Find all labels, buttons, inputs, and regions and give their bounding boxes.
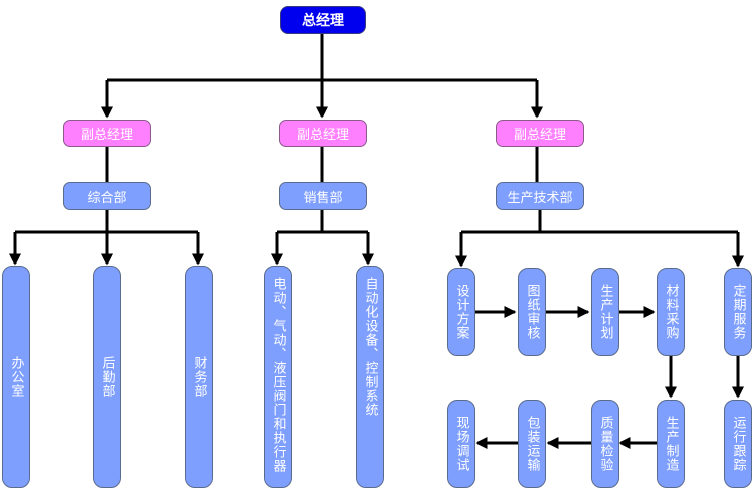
step-plan: 生产计划 (591, 268, 619, 356)
unit-label: 办公室 (8, 356, 24, 398)
step-label: 定期服务 (730, 284, 746, 340)
unit-automation: 自动化设备、控制系统 (356, 266, 384, 488)
step-pack: 包装运输 (518, 400, 546, 488)
step-service: 定期服务 (724, 268, 752, 356)
step-label: 运行跟踪 (730, 416, 746, 472)
unit-logistics: 后勤部 (93, 266, 121, 488)
step-purchase: 材料采购 (657, 268, 685, 356)
unit-label: 自动化设备、控制系统 (362, 277, 378, 417)
unit-valves: 电动、气动、液压阀门和执行器 (264, 266, 292, 488)
ceo-label: 总经理 (302, 13, 344, 29)
step-label: 包装运输 (524, 416, 540, 472)
step-label: 设计方案 (453, 284, 469, 340)
dept-box-sales: 销售部 (279, 182, 367, 210)
ceo-box: 总经理 (280, 6, 366, 34)
step-tracking: 运行跟踪 (724, 400, 752, 488)
unit-label: 电动、气动、液压阀门和执行器 (270, 277, 286, 473)
dept-label: 销售部 (303, 190, 343, 206)
unit-label: 后勤部 (99, 356, 115, 398)
step-inspect: 质量检验 (591, 400, 619, 488)
step-design: 设计方案 (447, 268, 475, 356)
step-label: 材料采购 (663, 284, 679, 340)
unit-finance: 财务部 (185, 266, 213, 488)
step-label: 生产计划 (597, 284, 613, 340)
step-label: 图纸审核 (524, 284, 540, 340)
unit-office: 办公室 (2, 266, 30, 488)
dept-label: 生产技术部 (507, 190, 573, 206)
vp-label: 副总经理 (296, 128, 349, 143)
dept-box-production: 生产技术部 (496, 182, 584, 210)
step-label: 质量检验 (597, 416, 613, 472)
step-review: 图纸审核 (518, 268, 546, 356)
step-debug: 现场调试 (447, 400, 475, 488)
step-label: 现场调试 (453, 416, 469, 472)
dept-label: 综合部 (87, 190, 127, 206)
dept-box-general: 综合部 (63, 182, 151, 210)
vp-label: 副总经理 (80, 128, 133, 143)
vp-box-sales: 副总经理 (279, 120, 367, 147)
step-manufacture: 生产制造 (657, 400, 685, 488)
unit-label: 财务部 (191, 356, 207, 398)
step-label: 生产制造 (663, 416, 679, 472)
vp-box-general: 副总经理 (63, 120, 151, 147)
vp-box-production: 副总经理 (496, 120, 584, 147)
vp-label: 副总经理 (513, 128, 566, 143)
